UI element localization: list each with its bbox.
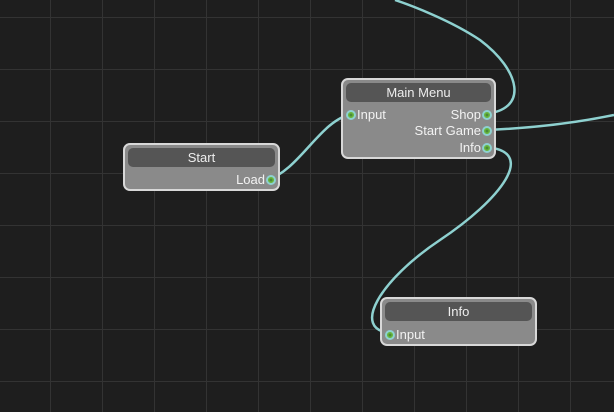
port-connector-icon[interactable] [482,143,492,153]
node-title: Main Menu [346,83,491,102]
node-title: Info [385,302,532,321]
input-port-input[interactable]: Input [346,107,386,123]
port-label: Shop [450,107,481,122]
node-title: Start [128,148,275,167]
port-connector-icon[interactable] [385,330,395,340]
node-start[interactable]: Start Load [123,143,280,191]
port-label: Input [357,107,386,122]
port-label: Info [459,140,481,155]
node-main-menu[interactable]: Main Menu Input Shop Start Game Info [341,78,496,159]
port-label: Input [396,327,425,342]
port-connector-icon[interactable] [346,110,356,120]
wire-info-to-info-input[interactable] [371,145,512,335]
port-connector-icon[interactable] [266,175,276,185]
port-connector-icon[interactable] [482,126,492,136]
wire-shop-out[interactable] [394,0,516,116]
output-port-start-game[interactable]: Start Game [415,123,492,139]
output-port-info[interactable]: Info [459,140,492,156]
node-info[interactable]: Info Input [380,297,537,346]
port-label: Start Game [414,123,481,138]
output-port-load[interactable]: Load [236,172,276,188]
input-port-input[interactable]: Input [385,327,425,343]
wire-start-game-out[interactable] [483,113,614,132]
port-connector-icon[interactable] [482,110,492,120]
port-label: Load [236,172,265,187]
output-port-shop[interactable]: Shop [451,107,492,123]
